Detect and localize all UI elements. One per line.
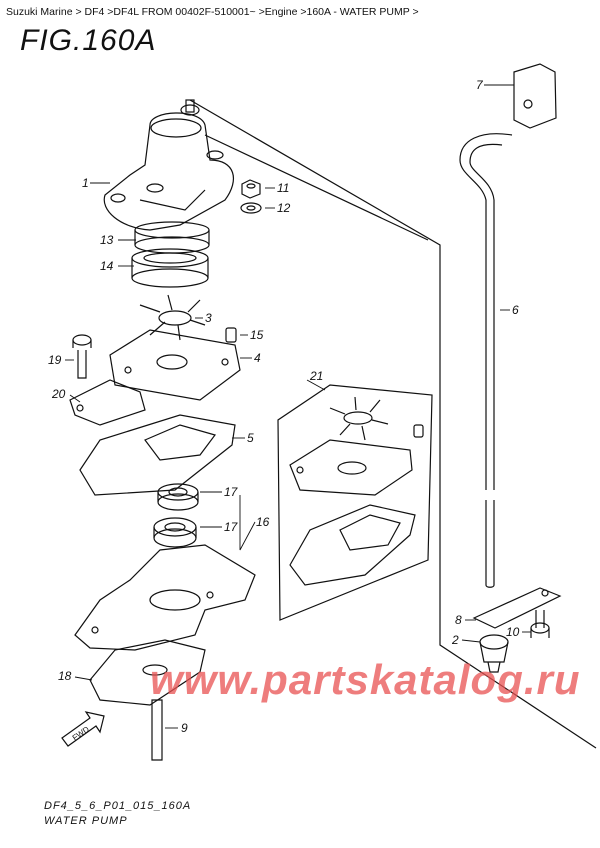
callout-12: 12: [277, 201, 291, 215]
callout-21: 21: [309, 369, 323, 383]
stud-9: [151, 699, 163, 761]
callout-8: 8: [455, 613, 462, 627]
bolt-19: [72, 334, 92, 379]
liner-14: [131, 248, 209, 288]
plate-8: [472, 587, 562, 629]
grommet-7: [513, 63, 557, 129]
callout-18: 18: [58, 669, 72, 683]
callout-17a: 17: [224, 485, 239, 499]
watermark: www.partskatalog.ru: [150, 656, 581, 703]
kit-gasket: [289, 504, 416, 586]
callout-15: 15: [250, 328, 264, 342]
callout-1: 1: [82, 176, 89, 190]
callout-20: 20: [51, 387, 66, 401]
washer-12: [240, 202, 262, 214]
diagram-name: WATER PUMP: [44, 815, 128, 827]
callout-17b: 17: [224, 520, 239, 534]
assembly-frame: [189, 99, 597, 749]
gasket-20: [69, 379, 146, 426]
callout-3: 3: [205, 311, 212, 325]
impeller-3: [139, 294, 206, 341]
callout-10: 10: [506, 625, 520, 639]
gasket-5: [79, 414, 236, 496]
diagram-code: DF4_5_6_P01_015_160A: [44, 800, 192, 812]
callout-labels: 1 2 3 4 5 6 7 8 9 10 11 12 13 14 15 16 1…: [48, 78, 520, 735]
callout-13: 13: [100, 233, 114, 247]
callout-11: 11: [277, 181, 289, 195]
key-15: [225, 327, 237, 343]
bolt-10: [530, 610, 550, 638]
oil-seal-17a: [157, 483, 199, 511]
lower-case: [74, 544, 256, 651]
fwd-arrow: [61, 711, 105, 747]
kit-plate: [289, 439, 413, 496]
callout-14: 14: [100, 259, 114, 273]
kit-key: [413, 424, 424, 438]
callout-9: 9: [181, 721, 188, 735]
breadcrumb: Suzuki Marine > DF4 >DF4L FROM 00402F-51…: [6, 6, 419, 18]
grommet-2: [479, 634, 509, 673]
callout-2: 2: [451, 633, 459, 647]
kit-impeller: [329, 396, 389, 441]
nut-11: [241, 179, 261, 199]
plate-4: [109, 329, 241, 401]
callout-19: 19: [48, 353, 62, 367]
water-tube: [459, 133, 513, 588]
oil-seal-17b: [153, 517, 197, 548]
callout-5: 5: [247, 431, 254, 445]
pump-case: [103, 99, 234, 231]
kit-21-box: [277, 384, 433, 621]
leader-lines: [65, 84, 531, 729]
callout-4: 4: [254, 351, 261, 365]
callout-16: 16: [256, 515, 270, 529]
callout-6: 6: [512, 303, 519, 317]
callout-7: 7: [476, 78, 484, 92]
gasket-18: [89, 639, 206, 706]
figure-title: FIG.160A: [20, 24, 157, 57]
